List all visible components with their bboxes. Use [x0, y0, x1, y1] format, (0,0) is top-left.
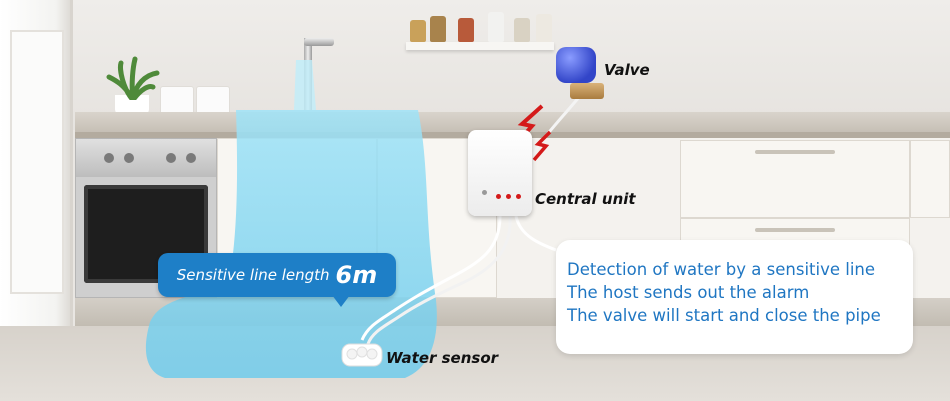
- oven-knob: [166, 153, 176, 163]
- spice-jar: [536, 14, 552, 42]
- central-unit-label: Central unit: [535, 190, 636, 208]
- faucet-spout: [304, 38, 334, 46]
- window-frame: [10, 30, 64, 294]
- info-line: Detection of water by a sensitive line: [567, 260, 876, 279]
- spice-shelf: [406, 42, 554, 50]
- kitchen-wall: [0, 0, 950, 130]
- valve-label: Valve: [604, 61, 650, 79]
- central-unit-icon: [468, 130, 532, 216]
- plant-icon: [106, 56, 160, 100]
- spice-jar: [458, 18, 474, 42]
- window: [0, 0, 73, 330]
- drawer-handle: [755, 228, 835, 232]
- water-sensor-label: Water sensor: [386, 349, 499, 367]
- plant-pot: [115, 95, 149, 115]
- water-sensor-icon: [341, 343, 383, 367]
- drawer-handle: [755, 150, 835, 154]
- sensitive-line-callout: Sensitive line length 6m: [158, 253, 396, 307]
- indicator-light: [506, 194, 511, 199]
- callout-value: 6m: [335, 261, 378, 289]
- valve-icon: [556, 47, 596, 83]
- indicator-light: [482, 190, 487, 195]
- indicator-light: [496, 194, 501, 199]
- info-line: The valve will start and close the pipe: [567, 306, 881, 325]
- water-pipe: [570, 83, 604, 99]
- info-box: Detection of water by a sensitive line T…: [556, 240, 913, 354]
- storage-box: [196, 86, 230, 116]
- spice-jar: [488, 12, 504, 42]
- cabinet-drawer: [910, 140, 950, 218]
- oven-knob: [104, 153, 114, 163]
- oven-knob: [124, 153, 134, 163]
- spice-jar: [410, 20, 426, 42]
- info-line: The host sends out the alarm: [567, 283, 810, 302]
- callout-text: Sensitive line length: [176, 266, 330, 284]
- oven-knob: [186, 153, 196, 163]
- spice-jar: [430, 16, 446, 42]
- indicator-light: [516, 194, 521, 199]
- spice-jar: [514, 18, 530, 42]
